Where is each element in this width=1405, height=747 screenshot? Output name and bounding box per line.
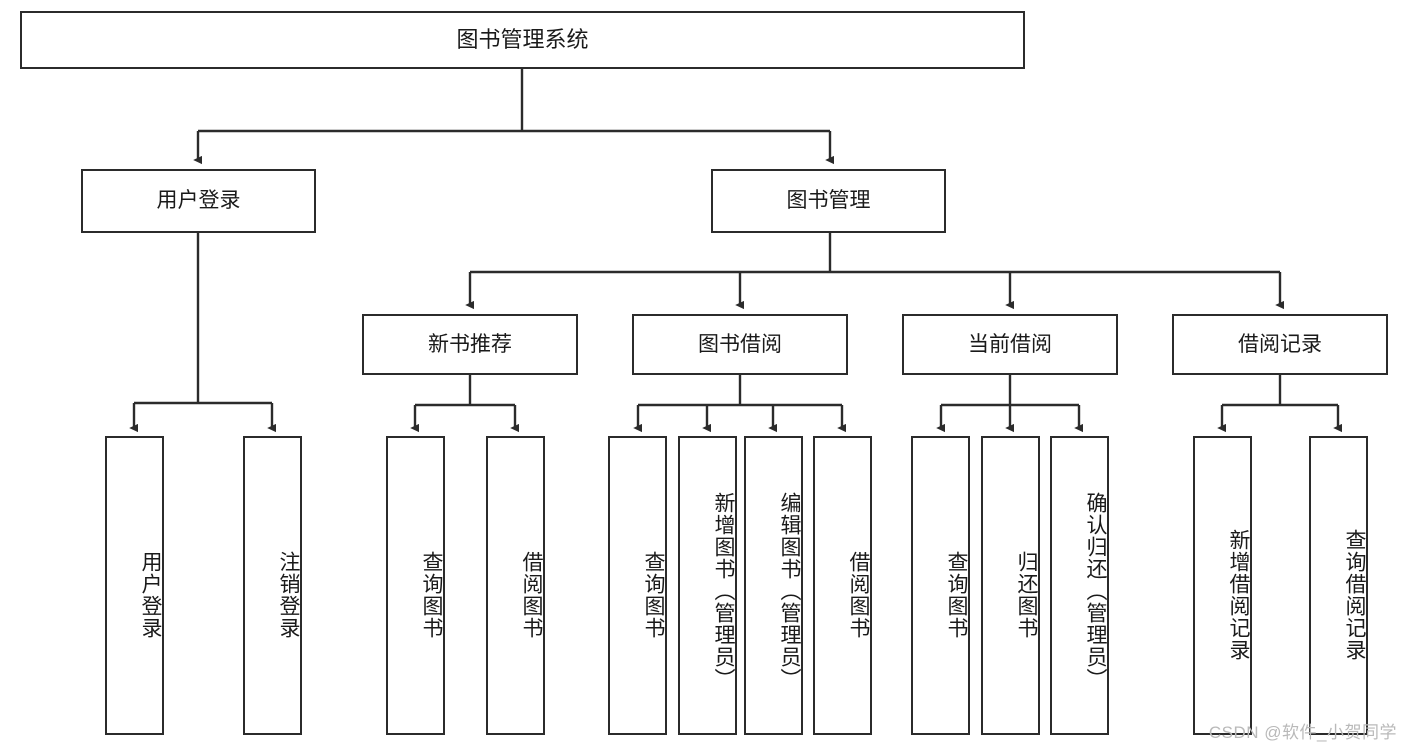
leaf-query-borrowing-record[interactable]: 查询借阅记录 xyxy=(1309,436,1368,735)
node-label: 借阅图书 xyxy=(847,550,870,639)
leaf-borrow-books-borrowing[interactable]: 借阅图书 xyxy=(813,436,872,735)
node-label: 查询图书 xyxy=(420,550,443,639)
leaf-return-books[interactable]: 归还图书 xyxy=(981,436,1040,735)
node-label: 图书借阅 xyxy=(698,332,782,356)
leaf-add-book-admin[interactable]: 新增图书（管理员） xyxy=(678,436,737,735)
node-user-login[interactable]: 用户登录 xyxy=(81,169,316,233)
node-root-book-management-system[interactable]: 图书管理系统 xyxy=(20,11,1025,69)
leaf-query-books-current[interactable]: 查询图书 xyxy=(911,436,970,735)
node-label: 借阅图书 xyxy=(520,550,543,639)
node-new-book-recommendation[interactable]: 新书推荐 xyxy=(362,314,578,375)
node-label: 用户登录 xyxy=(156,189,241,213)
node-label: 用户登录 xyxy=(139,550,162,639)
node-book-borrowing[interactable]: 图书借阅 xyxy=(632,314,848,375)
node-label: 查询借阅记录 xyxy=(1343,528,1366,661)
node-label: 查询图书 xyxy=(945,550,968,639)
node-label: 确认归还（管理员） xyxy=(1084,491,1107,690)
leaf-query-books-borrowing[interactable]: 查询图书 xyxy=(608,436,667,735)
csdn-watermark: CSDN @软件_小贺同学 xyxy=(1208,723,1397,742)
leaf-edit-book-admin[interactable]: 编辑图书（管理员） xyxy=(744,436,803,735)
leaf-add-borrowing-record[interactable]: 新增借阅记录 xyxy=(1193,436,1252,735)
node-label: 归还图书 xyxy=(1015,550,1038,639)
node-label: 当前借阅 xyxy=(968,332,1052,356)
node-label: 图书管理系统 xyxy=(456,26,589,52)
node-label: 新增借阅记录 xyxy=(1227,528,1250,661)
leaf-confirm-return-admin[interactable]: 确认归还（管理员） xyxy=(1050,436,1109,735)
node-book-management[interactable]: 图书管理 xyxy=(711,169,946,233)
node-label: 查询图书 xyxy=(642,550,665,639)
node-label: 新增图书（管理员） xyxy=(712,491,735,690)
node-label: 借阅记录 xyxy=(1238,332,1322,356)
node-label: 新书推荐 xyxy=(428,332,512,356)
leaf-borrow-books-recommendation[interactable]: 借阅图书 xyxy=(486,436,545,735)
node-current-borrowing[interactable]: 当前借阅 xyxy=(902,314,1118,375)
leaf-user-login[interactable]: 用户登录 xyxy=(105,436,164,735)
node-label: 编辑图书（管理员） xyxy=(778,491,801,690)
node-label: 注销登录 xyxy=(277,550,300,639)
leaf-query-books-recommendation[interactable]: 查询图书 xyxy=(386,436,445,735)
node-label: 图书管理 xyxy=(786,189,871,213)
leaf-logout[interactable]: 注销登录 xyxy=(243,436,302,735)
node-borrowing-records[interactable]: 借阅记录 xyxy=(1172,314,1388,375)
